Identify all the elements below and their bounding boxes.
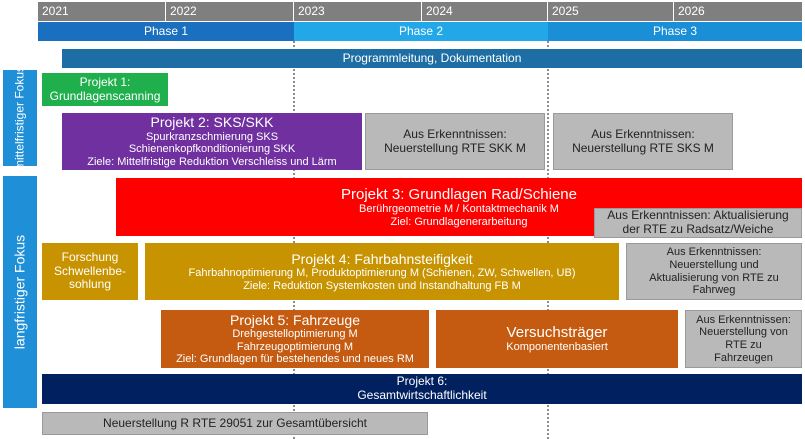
project1-line1: Grundlagenscanning [49,88,161,103]
phase-boundary-2023 [293,41,295,439]
project1-box: Projekt 1: Grundlagenscanning [42,73,168,106]
research-line2: Schwellenbe- [53,263,127,278]
phase-boundary-2025 [547,41,549,439]
overview-box: Neuerstellung R RTE 29051 zur Gesamtüber… [42,412,428,435]
phase-1: Phase 1 [38,22,294,41]
sks-result-line2: Neuerstellung RTE SKS M [572,140,714,155]
p3-result-box: Aus Erkenntnissen: Aktualisierung der RT… [594,208,802,238]
p4-result-line3: Aktualisierung von RTE zu [649,271,779,284]
p4-result-line4: Fahrweg [692,284,736,297]
sidebar-mid-term-line1: mittelfristiger [12,102,27,171]
sidebar-mid-term-line2: Fokus [12,65,27,99]
test-carrier-line1: Komponentenbasiert [506,341,608,354]
p5-result-line1: Aus Erkenntnissen: [696,313,791,326]
sks-result-line1: Aus Erkenntnissen: [591,126,695,141]
year-2025: 2025 [548,2,674,21]
p5-result-line3: RTE zu [725,339,762,351]
phase-2: Phase 2 [294,22,548,41]
project4-box: Projekt 4: Fahrbahnsteifigkeit Fahrbahno… [145,243,619,300]
research-line3: sohlung [68,277,112,292]
project2-box: Projekt 2: SKS/SKK Spurkranzschmierung S… [62,113,362,170]
project6-line1: Gesamtwirtschaftlichkeit [357,388,487,402]
skk-result-line2: Neuerstellung RTE SKK M [384,140,526,155]
p3-result-line2: der RTE zu Radsatz/Weiche [622,222,774,236]
overview-label: Neuerstellung R RTE 29051 zur Gesamtüber… [103,415,367,430]
project3-title: Projekt 3: Grundlagen Rad/Schiene [341,185,577,203]
project5-title: Projekt 5: Fahrzeuge [230,311,360,328]
year-2023: 2023 [294,2,422,21]
project2-line1: Spurkranzschmierung SKS [145,130,279,143]
p4-result-line2: Neuerstellung und [669,258,759,271]
p3-result-line1: Aus Erkenntnissen: Aktualisierung [607,208,789,223]
sks-result-box: Aus Erkenntnissen: Neuerstellung RTE SKS… [553,113,733,170]
p5-result-line4: Fahrzeugen [714,351,773,364]
test-carrier-box: Versuchsträger Komponentenbasiert [436,310,678,368]
project5-line1: Drehgestelloptimierung M [232,328,358,341]
sidebar-mid-term-focus: mittelfristiger Fokus [3,66,37,170]
year-2026: 2026 [674,2,802,21]
phase-3: Phase 3 [548,22,802,41]
project2-line2: Schienenkopfkonditionierung SKK [128,143,296,156]
project5-line2: Fahrzeugoptimierung M [236,340,354,353]
program-management-label: Programmleitung, Dokumentation [342,50,522,65]
p5-result-box: Aus Erkenntnissen: Neuerstellung von RTE… [685,310,802,368]
year-2021: 2021 [38,2,166,21]
project3-box: Projekt 3: Grundlagen Rad/Schiene Berühr… [116,178,802,236]
sidebar-long-term-focus: langfristiger Fokus [3,176,37,408]
project3-line1: Berührgeometrie M / Kontaktmechanik M [359,202,559,215]
skk-result-box: Aus Erkenntnissen: Neuerstellung RTE SKK… [365,113,545,170]
skk-result-line1: Aus Erkenntnissen: [403,126,507,141]
project3-line2: Ziel: Grundlagenerarbeitung [390,215,528,228]
project4-line1: Fahrbahnoptimierung M, Produktoptimierun… [188,266,576,279]
project5-line3: Ziel: Grundlagen für bestehendes und neu… [176,353,414,366]
test-carrier-title: Versuchsträger [506,324,608,342]
project5-box: Projekt 5: Fahrzeuge Drehgestelloptimier… [161,310,429,368]
sidebar-long-term-label: langfristiger Fokus [11,234,28,350]
project2-title: Projekt 2: SKS/SKK [150,114,274,131]
p5-result-line2: Neuerstellung von [699,326,788,339]
project6-title: Projekt 6: [396,374,448,389]
project1-title: Projekt 1: [79,74,131,89]
research-box: Forschung Schwellenbe- sohlung [42,243,138,300]
project2-line3: Ziele: Mittelfristige Reduktion Verschle… [87,155,337,168]
p4-result-box: Aus Erkenntnissen: Neuerstellung und Akt… [626,243,802,300]
year-2022: 2022 [166,2,294,21]
year-2024: 2024 [422,2,548,21]
project4-line2: Ziele: Reduktion Systemkosten und Instan… [243,279,521,292]
p4-result-line1: Aus Erkenntnissen: [666,246,762,259]
project6-box: Projekt 6: Gesamtwirtschaftlichkeit [42,374,802,404]
program-management-bar: Programmleitung, Dokumentation [62,49,802,68]
project4-title: Projekt 4: Fahrbahnsteifigkeit [291,250,473,267]
research-line1: Forschung [61,249,119,264]
